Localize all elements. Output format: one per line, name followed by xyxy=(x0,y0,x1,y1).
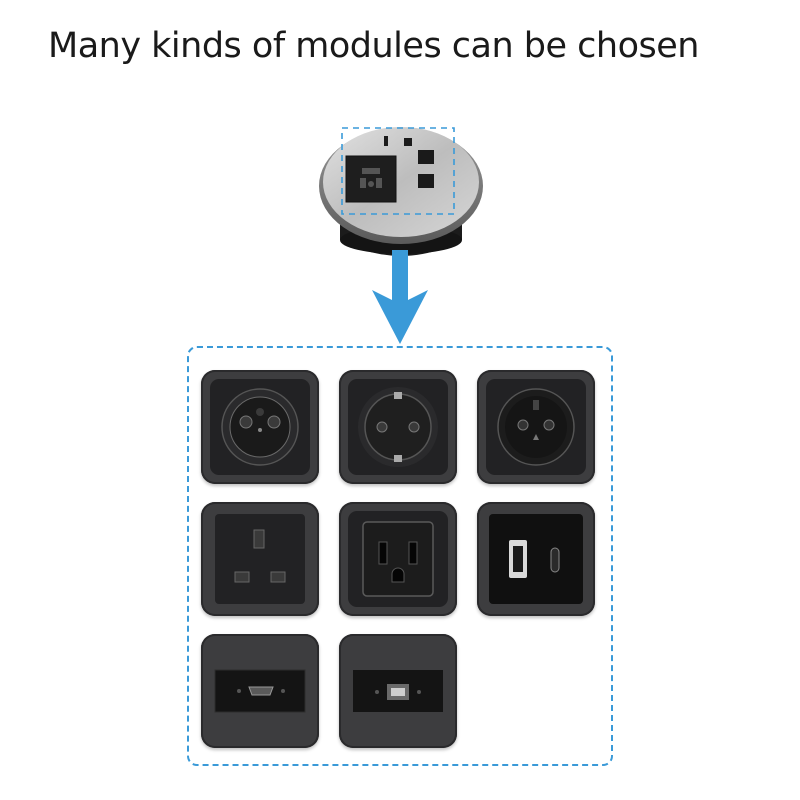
schuko-socket-icon xyxy=(358,387,438,467)
hdmi-port-icon xyxy=(214,669,306,713)
rj45-port-icon xyxy=(375,684,421,700)
french-socket-icon xyxy=(221,388,299,466)
usb-a-usb-c-module xyxy=(477,502,595,616)
uk-socket-module xyxy=(201,502,319,616)
usb-charger-icon xyxy=(509,540,560,578)
us-socket-icon xyxy=(362,521,434,597)
french-socket-module xyxy=(201,370,319,484)
us-socket-module xyxy=(339,502,457,616)
polish-socket-icon xyxy=(497,388,575,466)
polish-socket-module xyxy=(477,370,595,484)
schuko-socket-module xyxy=(339,370,457,484)
module-options-frame xyxy=(187,346,613,766)
headline: Many kinds of modules can be chosen xyxy=(48,26,699,66)
down-arrow-icon xyxy=(372,250,428,350)
rj45-module xyxy=(339,634,457,748)
hdmi-module xyxy=(201,634,319,748)
round-desk-socket-photo xyxy=(318,112,484,262)
uk-socket-icon xyxy=(234,529,286,583)
